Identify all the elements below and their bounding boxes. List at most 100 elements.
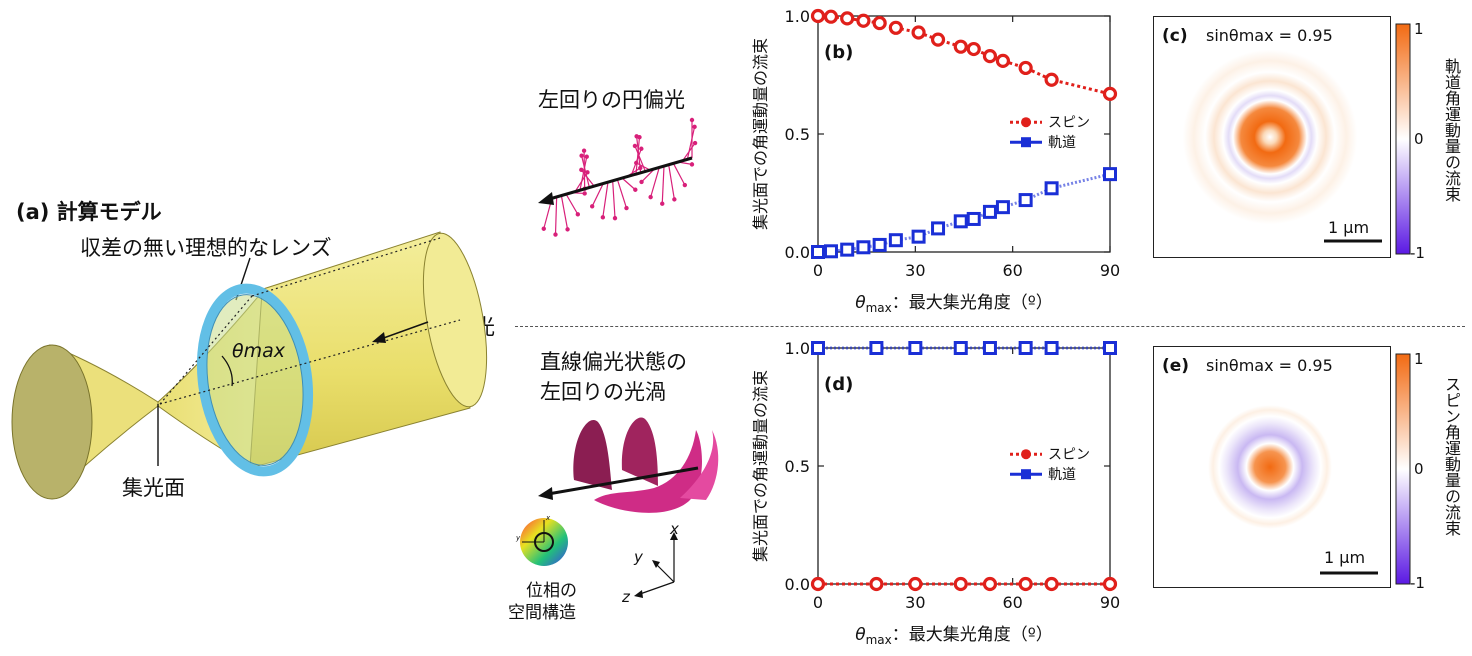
x-tick-label: 60 xyxy=(1002,593,1022,612)
data-point-orbital xyxy=(931,221,946,236)
data-point-orbital xyxy=(953,214,968,229)
data-point-spin xyxy=(966,41,981,57)
x-axis-label: θmax：最大集光角度（º） xyxy=(855,293,1053,315)
field-vector-tip xyxy=(692,140,698,146)
x-tick-label: 0 xyxy=(813,593,823,612)
field-vector-tip xyxy=(582,191,587,196)
annotation-c: sinθmax = 0.95 xyxy=(1206,26,1333,45)
colorbar-e-tick-top: 1 xyxy=(1414,350,1424,368)
field-vector-tip xyxy=(579,153,584,158)
vortex-lobe-2 xyxy=(621,417,658,486)
field-vector xyxy=(612,180,616,219)
focal-plane-label: 集光面 xyxy=(122,476,185,500)
axis-z-label: z xyxy=(621,588,631,606)
y-tick-label: 0.5 xyxy=(785,125,810,144)
vortex-lobe-1 xyxy=(573,419,612,490)
data-point-orbital xyxy=(953,341,968,355)
vortex-label-line1: 直線偏光状態の xyxy=(540,350,687,374)
x-axis-label: θmax：最大集光角度（º） xyxy=(855,625,1053,647)
vortex-arrowhead xyxy=(538,487,553,500)
data-point-spin xyxy=(953,39,968,54)
field-vector-tip xyxy=(575,212,581,217)
heatmap-c-frame: 1 μm (c) sinθmax = 0.95 xyxy=(1153,16,1391,258)
propagation-arrowhead xyxy=(538,192,554,205)
field-vector xyxy=(621,177,636,191)
field-vector-tip xyxy=(682,182,688,188)
data-point-spin xyxy=(1018,60,1033,76)
series-line-spin xyxy=(817,14,1111,96)
data-point-spin xyxy=(1102,86,1118,101)
data-point-orbital xyxy=(872,237,887,252)
field-vector-tip xyxy=(648,194,653,200)
vortex-axis xyxy=(547,466,699,496)
data-point-orbital xyxy=(982,341,997,355)
data-point-spin xyxy=(1018,576,1033,592)
field-vector xyxy=(686,126,696,160)
data-point-spin xyxy=(872,15,887,31)
phase-wheel-y-tick: y xyxy=(515,534,521,542)
field-vector-tip xyxy=(639,146,644,151)
colorbar-c: 1 0 -1 xyxy=(1395,20,1425,260)
data-point-orbital xyxy=(888,233,903,248)
phase-structure-line2: 空間構造 xyxy=(508,603,576,623)
field-vector-tip xyxy=(639,179,644,185)
data-point-spin xyxy=(1044,576,1059,592)
data-point-spin xyxy=(888,20,903,35)
legend-label: 軌道 xyxy=(1048,135,1076,151)
field-vector-tip xyxy=(565,227,570,232)
marginal-ray xyxy=(159,295,253,405)
colorbar-e-tick-mid: 0 xyxy=(1414,460,1424,478)
axis-x-label: x xyxy=(669,522,679,538)
scalebar-e-label: 1 μm xyxy=(1324,548,1365,567)
data-point-orbital xyxy=(1103,167,1117,182)
data-point-orbital xyxy=(869,341,884,355)
circular-polarization-label: 左回りの円偏光 xyxy=(538,88,685,112)
field-vector xyxy=(635,137,641,175)
colorbar-e-ramp xyxy=(1395,353,1411,585)
colorbar-e-label: スピン角運動量の流束 xyxy=(1442,376,1461,536)
colorbar-c-ramp xyxy=(1395,23,1411,255)
panel-e-label: (e) xyxy=(1162,356,1189,376)
data-point-spin xyxy=(930,32,946,47)
field-vector xyxy=(650,167,660,198)
data-point-orbital xyxy=(823,244,838,259)
intensity-pattern-c xyxy=(1158,25,1382,249)
axis-z-arrow xyxy=(634,590,643,598)
field-vector-tip xyxy=(584,154,589,159)
panel-c-label: (c) xyxy=(1162,26,1188,46)
y-axis-label: 集光面での角運動量の流束 xyxy=(751,38,770,230)
field-vector xyxy=(616,179,628,209)
colorbar-c-tick-top: 1 xyxy=(1414,20,1424,38)
field-vector xyxy=(634,145,646,172)
field-vector-tip xyxy=(581,148,587,153)
lens-label: 収差の無い理想的なレンズ xyxy=(80,236,332,260)
phase-wheel-x-tick: x xyxy=(545,514,551,522)
scalebar-c-label: 1 μm xyxy=(1328,218,1369,237)
x-tick-label: 30 xyxy=(905,593,925,612)
data-point-spin xyxy=(982,49,998,64)
colorbar-c-tick-bottom: -1 xyxy=(1410,244,1425,260)
field-vector-tip xyxy=(689,117,695,123)
vortex-lobe-4 xyxy=(680,430,719,500)
heatmap-c-svg: 1 μm (c) sinθmax = 0.95 xyxy=(1158,25,1382,249)
data-point-orbital xyxy=(840,242,855,257)
axis-y-line xyxy=(655,563,675,583)
data-point-orbital xyxy=(982,204,997,219)
colorbar-e: 1 0 -1 xyxy=(1395,350,1425,590)
field-vector xyxy=(661,165,665,204)
angle-arc xyxy=(221,355,233,387)
theta-max-label: θmax xyxy=(232,340,286,362)
y-tick-label: 0.5 xyxy=(785,457,810,476)
panel-a-title: (a) 計算モデル xyxy=(16,200,162,224)
data-point-orbital xyxy=(995,200,1010,215)
field-vector xyxy=(682,142,696,162)
x-tick-label: 90 xyxy=(1100,261,1120,280)
data-point-orbital xyxy=(811,245,825,259)
x-tick-label: 90 xyxy=(1100,593,1120,612)
circular-polarization-illustration xyxy=(538,117,698,237)
data-point-spin xyxy=(908,576,923,592)
data-point-orbital xyxy=(911,229,926,244)
annotation-e: sinθmax = 0.95 xyxy=(1206,356,1333,375)
